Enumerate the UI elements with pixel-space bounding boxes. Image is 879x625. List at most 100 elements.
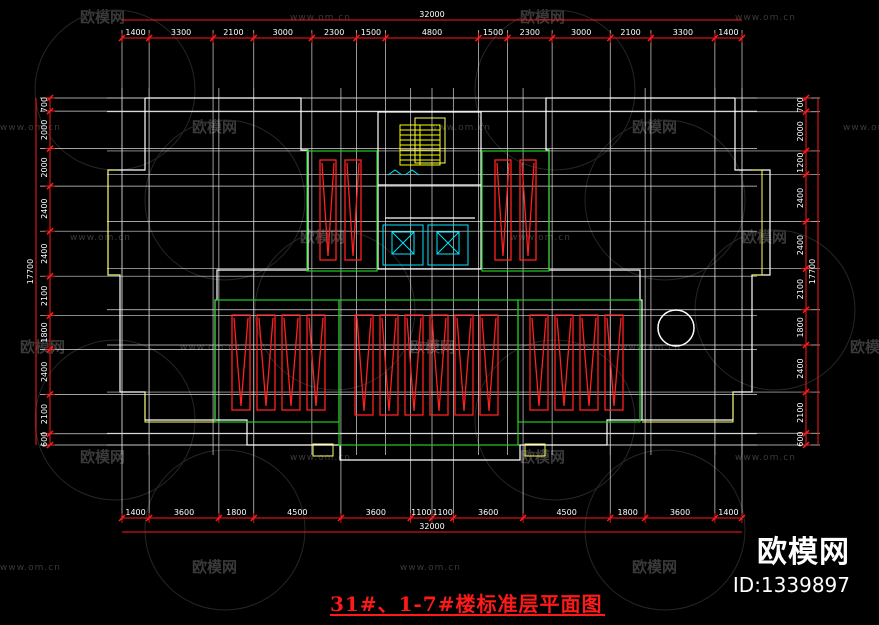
dimension-total-label: 32000 xyxy=(419,522,444,531)
dimension-label: 700 xyxy=(796,97,805,112)
dimension-label: 4500 xyxy=(556,508,576,517)
bath-fixture xyxy=(306,314,326,411)
dimension-label: 2100 xyxy=(40,404,49,424)
watermark-url: www.om.cn xyxy=(735,453,796,463)
bath-fixture xyxy=(404,314,424,416)
dimension-label: 2300 xyxy=(520,28,540,37)
dimension-label: 2400 xyxy=(40,198,49,218)
watermark-brand: 欧模网 xyxy=(80,8,125,26)
bath-fixture xyxy=(319,159,337,261)
bath-fixture xyxy=(529,314,549,411)
dimension-label: 700 xyxy=(40,97,49,112)
watermark-brand: 欧模网 xyxy=(850,338,879,356)
dimension-label: 1800 xyxy=(226,508,246,517)
bathroom-zones xyxy=(214,150,641,446)
dimension-label: 2100 xyxy=(796,279,805,299)
bath-fixture xyxy=(344,159,362,261)
bath-fixture xyxy=(256,314,276,411)
watermark-brand: 欧模网 xyxy=(632,558,677,576)
dimension-label: 2100 xyxy=(796,402,805,422)
bath-fixture xyxy=(494,159,512,261)
round-column xyxy=(657,309,695,347)
watermark-brand: 欧模网 xyxy=(80,448,125,466)
title-underline xyxy=(330,614,605,616)
dimension-label: 3300 xyxy=(171,28,191,37)
bath-fixture xyxy=(479,314,499,416)
dimension-label: 2400 xyxy=(796,235,805,255)
watermark-url: www.om.cn xyxy=(510,233,571,243)
dimension-label: 1100 xyxy=(432,508,452,517)
watermark-url: www.om.cn xyxy=(735,13,796,23)
dimension-label: 1500 xyxy=(361,28,381,37)
balconies xyxy=(107,117,763,457)
fixtures xyxy=(231,159,624,416)
watermark-url: www.om.cn xyxy=(430,123,491,133)
dimension-total-label: 17700 xyxy=(808,259,817,284)
watermark-ring xyxy=(584,119,746,281)
dimension-label: 1800 xyxy=(796,317,805,337)
dimension-label: 3600 xyxy=(478,508,498,517)
dimension-label: 2400 xyxy=(40,244,49,264)
bath-fixture xyxy=(429,314,449,416)
dimension-label: 4800 xyxy=(422,28,442,37)
drawing-title: 31#、1-7#楼标准层平面图 xyxy=(330,592,603,616)
watermark-brand: 欧模网 xyxy=(520,8,565,26)
watermark-url: www.om.cn xyxy=(70,233,131,243)
dimension-label: 1400 xyxy=(718,28,738,37)
watermark-brand: 欧模网 xyxy=(520,448,565,466)
watermark-brand: 欧模网 xyxy=(20,338,65,356)
watermark-url: www.om.cn xyxy=(0,123,61,133)
dimension-label: 1200 xyxy=(796,153,805,173)
dimension-label: 2000 xyxy=(796,121,805,141)
dimension-label: 3600 xyxy=(670,508,690,517)
dimension-label: 600 xyxy=(796,431,805,446)
dimension-label: 2000 xyxy=(40,157,49,177)
bath-fixture xyxy=(354,314,374,416)
dimension-label: 1100 xyxy=(411,508,431,517)
elevators xyxy=(382,169,469,266)
dimension-label: 3600 xyxy=(366,508,386,517)
dimension-label: 4500 xyxy=(287,508,307,517)
dimension-label: 2000 xyxy=(40,120,49,140)
logo-id: ID:1339897 xyxy=(732,573,850,597)
watermark-brand: 欧模网 xyxy=(300,228,345,246)
dimension-label: 2100 xyxy=(40,286,49,306)
stair xyxy=(399,124,441,166)
logo-brand: 欧模网 xyxy=(757,535,850,570)
dimension-label: 2300 xyxy=(324,28,344,37)
dimension-label: 3000 xyxy=(571,28,591,37)
dimension-label: 2100 xyxy=(223,28,243,37)
site-logo: 欧模网 ID:1339897 xyxy=(733,535,850,599)
bath-fixture xyxy=(604,314,624,411)
bath-fixture xyxy=(454,314,474,416)
dimension-total-label: 17700 xyxy=(26,259,35,284)
dimension-label: 2400 xyxy=(796,358,805,378)
dimension-label: 1400 xyxy=(125,28,145,37)
dimension-label: 3300 xyxy=(673,28,693,37)
dimension-label: 2400 xyxy=(796,188,805,208)
watermark-url: www.om.cn xyxy=(0,563,61,573)
bath-fixture xyxy=(519,159,537,261)
watermark-ring xyxy=(584,449,746,611)
dimension-label: 3600 xyxy=(174,508,194,517)
watermark-url: www.om.cn xyxy=(290,13,351,23)
dimension-label: 1400 xyxy=(125,508,145,517)
watermark-brand: 欧模网 xyxy=(192,558,237,576)
watermark-url: www.om.cn xyxy=(290,453,351,463)
dimension-label: 600 xyxy=(40,432,49,447)
dimension-label: 1800 xyxy=(40,322,49,342)
bath-fixture xyxy=(231,314,251,411)
bath-fixture xyxy=(379,314,399,416)
watermark-ring xyxy=(144,449,306,611)
bath-fixture xyxy=(579,314,599,411)
watermark-url: www.om.cn xyxy=(400,563,461,573)
watermark-url: www.om.cn xyxy=(843,123,879,133)
watermark-url: www.om.cn xyxy=(180,343,241,353)
dimension-label: 1800 xyxy=(618,508,638,517)
dimension-label: 2100 xyxy=(620,28,640,37)
watermark-ring xyxy=(144,119,306,281)
watermark-url: www.om.cn xyxy=(620,343,681,353)
dimension-label: 2400 xyxy=(40,362,49,382)
